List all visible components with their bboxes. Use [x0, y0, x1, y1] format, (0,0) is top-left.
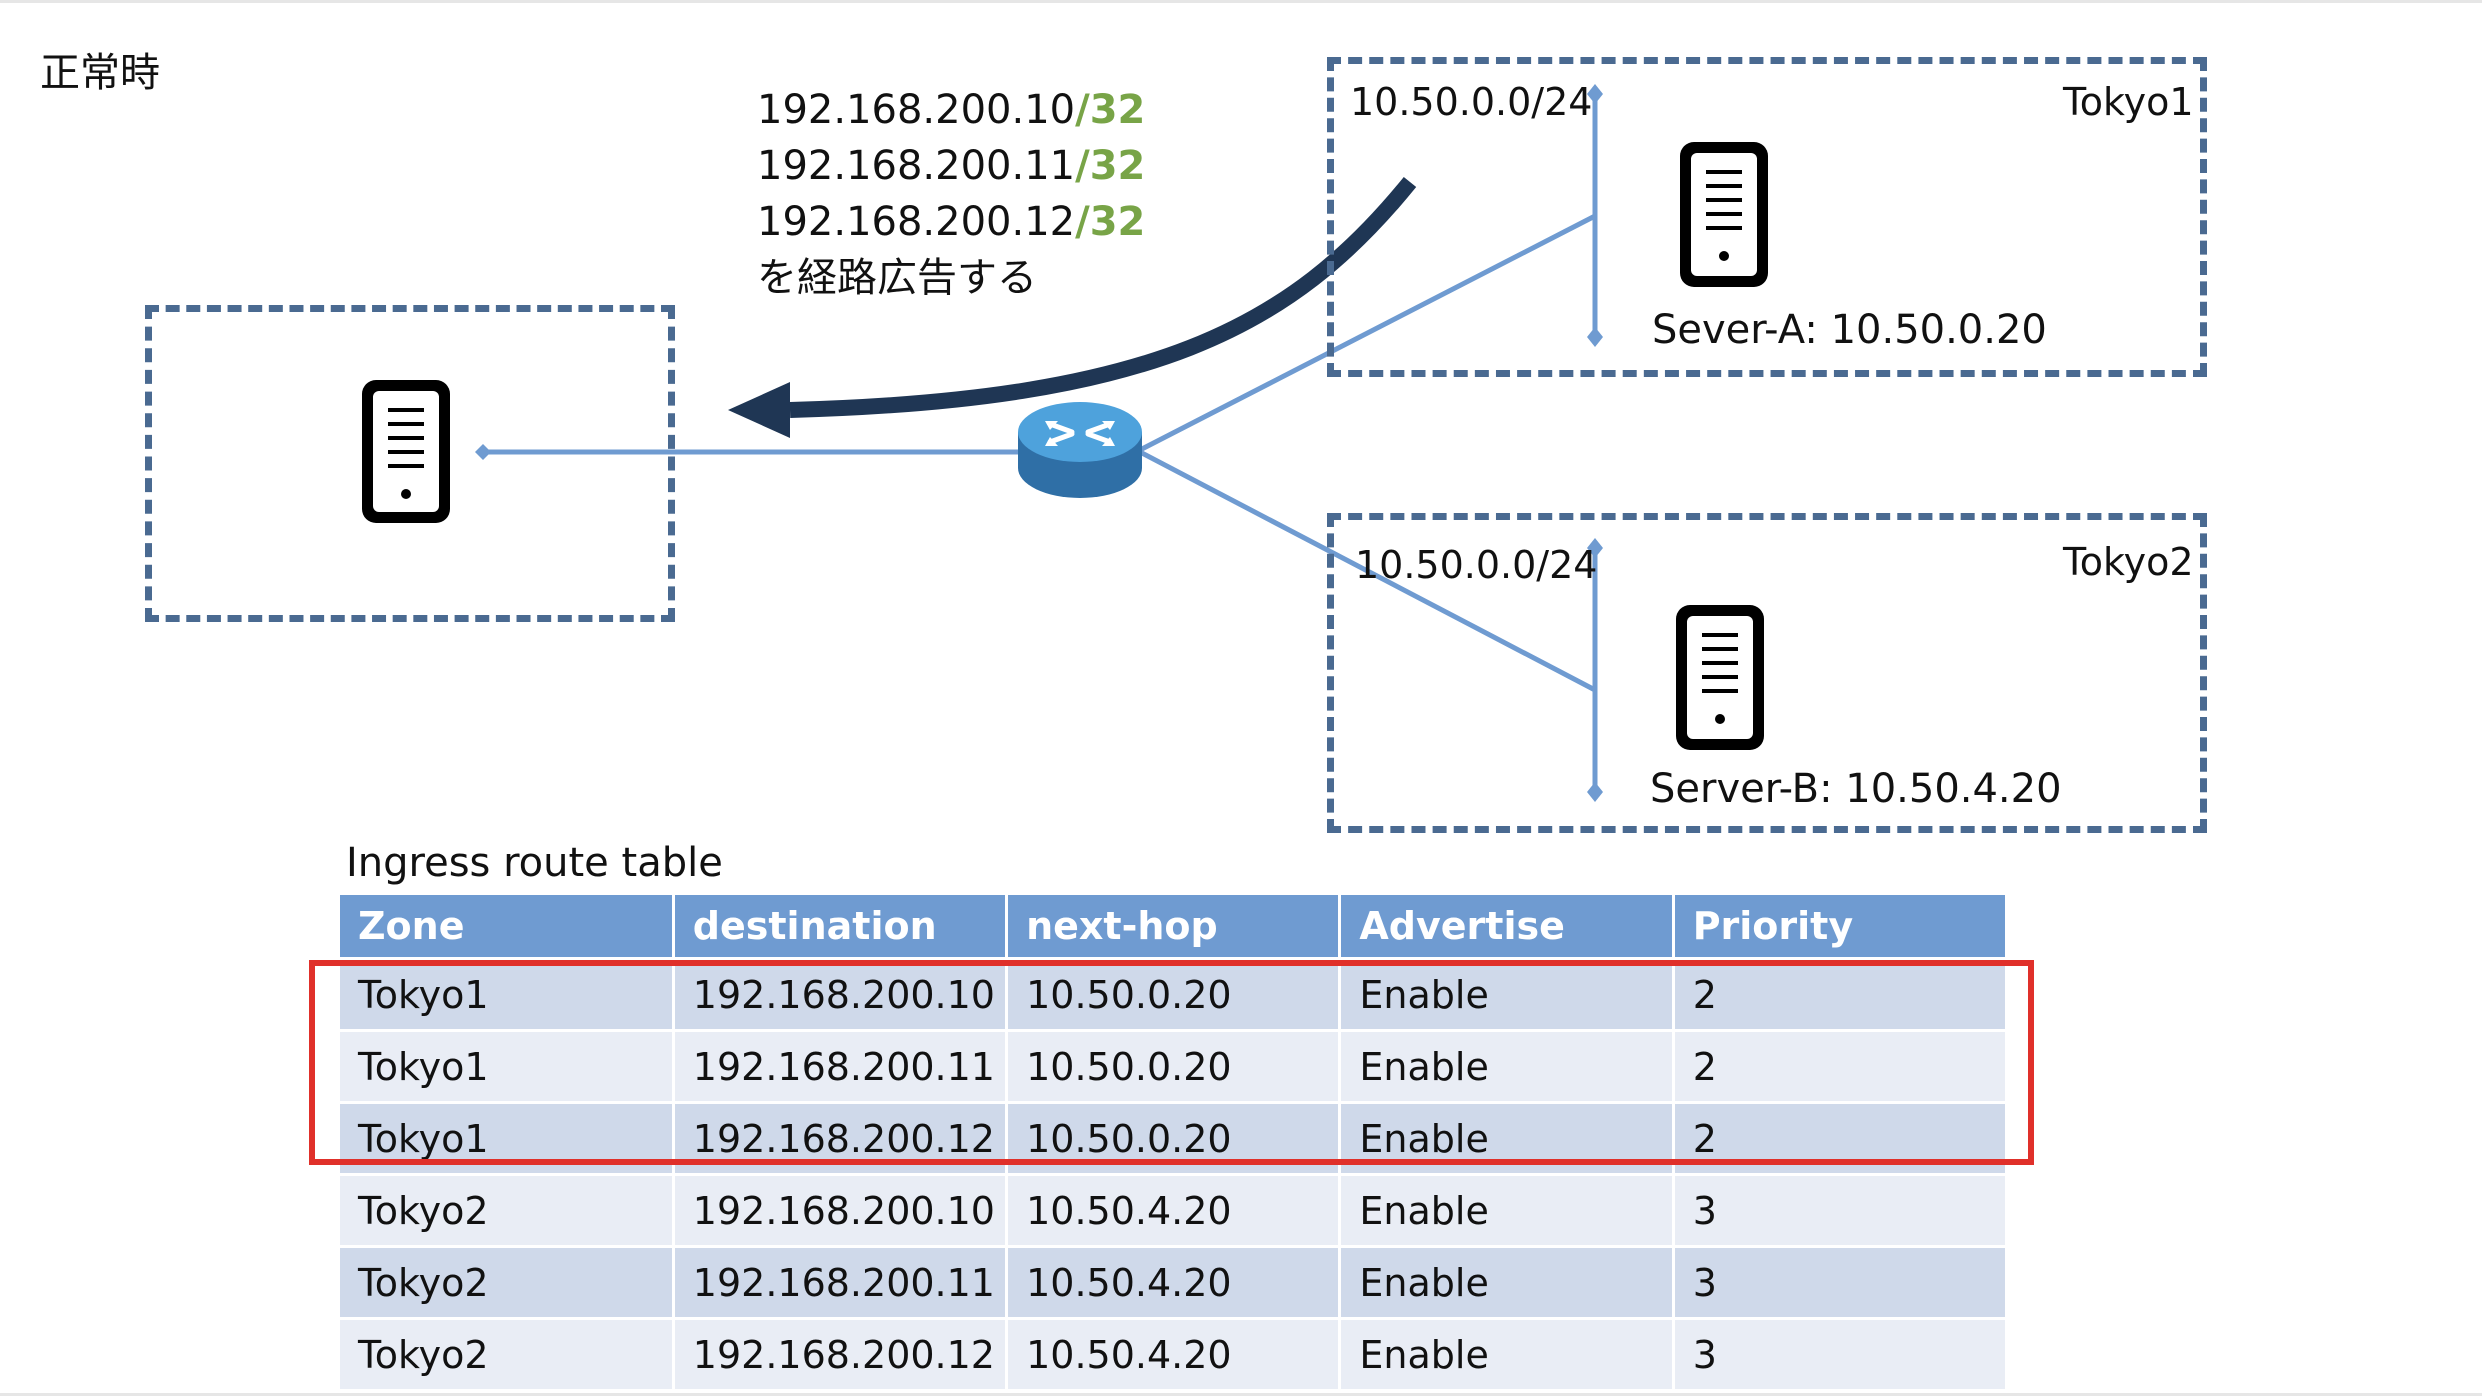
route-table-caption: Ingress route table: [346, 840, 723, 886]
column-header-advertise: Advertise: [1339, 895, 1675, 959]
cell-priority: 3: [1673, 1317, 2009, 1389]
cell-zone: Tokyo1: [340, 957, 675, 1031]
cell-next-hop: 10.50.0.20: [1006, 1029, 1342, 1103]
server-icon: [1680, 142, 1768, 287]
prefix-mask: /32: [1075, 87, 1146, 133]
prefix-mask: /32: [1075, 143, 1146, 189]
bottom-border: [0, 1393, 2482, 1396]
cell-advertise: Enable: [1339, 1173, 1675, 1247]
advertised-prefix: 192.168.200.12/32: [757, 194, 1145, 250]
advertisement-caption: を経路広告する: [757, 255, 1037, 301]
router-icon: [1018, 402, 1142, 498]
advertised-prefixes: 192.168.200.10/32 192.168.200.11/32 192.…: [757, 82, 1145, 306]
cell-destination: 192.168.200.10: [673, 1173, 1009, 1247]
table-header-row: Zone destination next-hop Advertise Prio…: [340, 895, 2009, 959]
cell-destination: 192.168.200.11: [673, 1029, 1009, 1103]
link-to-tokyo1: [1138, 213, 1597, 453]
tokyo1-bus-top-endpoint: [1587, 84, 1603, 104]
cell-destination: 192.168.200.10: [673, 957, 1009, 1031]
cell-next-hop: 10.50.4.20: [1006, 1317, 1342, 1389]
client-zone: [145, 305, 675, 622]
ingress-route-table: Zone destination next-hop Advertise Prio…: [340, 895, 2009, 1389]
advertised-prefix: 192.168.200.11/32: [757, 138, 1145, 194]
tokyo1-zone-name: Tokyo1: [2063, 80, 2194, 124]
cell-zone: Tokyo2: [340, 1173, 675, 1247]
cell-next-hop: 10.50.0.20: [1006, 957, 1342, 1031]
cell-next-hop: 10.50.4.20: [1006, 1245, 1342, 1319]
table-row: Tokyo2 192.168.200.10 10.50.4.20 Enable …: [340, 1173, 2009, 1247]
cell-advertise: Enable: [1339, 957, 1675, 1031]
table-row: Tokyo1 192.168.200.11 10.50.0.20 Enable …: [340, 1029, 2009, 1103]
server-icon: [362, 380, 450, 523]
client-link-endpoint: [475, 444, 491, 460]
cell-priority: 2: [1673, 957, 2009, 1031]
server-b-label: Server-B: 10.50.4.20: [1650, 766, 2062, 812]
tokyo1-zone: [1327, 57, 2207, 377]
cell-destination: 192.168.200.12: [673, 1317, 1009, 1389]
cell-zone: Tokyo1: [340, 1029, 675, 1103]
cell-zone: Tokyo2: [340, 1245, 675, 1319]
server-a-label: Sever-A: 10.50.0.20: [1652, 307, 2047, 353]
tokyo2-bus-top-endpoint: [1587, 538, 1603, 558]
column-header-priority: Priority: [1673, 895, 2009, 959]
route-advertisement-arrow: [728, 176, 1417, 438]
cell-destination: 192.168.200.11: [673, 1245, 1009, 1319]
prefix-address: 192.168.200.11: [757, 143, 1076, 189]
column-header-next-hop: next-hop: [1006, 895, 1342, 959]
table-row: Tokyo2 192.168.200.12 10.50.4.20 Enable …: [340, 1317, 2009, 1389]
link-to-tokyo2: [1138, 449, 1597, 693]
highlighted-rows-box: [309, 960, 2034, 1165]
top-border: [0, 0, 2482, 3]
prefix-address: 192.168.200.10: [757, 87, 1076, 133]
cell-next-hop: 10.50.4.20: [1006, 1173, 1342, 1247]
cell-advertise: Enable: [1339, 1245, 1675, 1319]
server-icon: [1676, 605, 1764, 750]
tokyo1-subnet-label: 10.50.0.0/24: [1350, 80, 1593, 124]
cell-priority: 3: [1673, 1245, 2009, 1319]
cell-priority: 2: [1673, 1029, 2009, 1103]
table-row: Tokyo1 192.168.200.10 10.50.0.20 Enable …: [340, 957, 2009, 1031]
tokyo2-bus-bottom-endpoint: [1587, 782, 1603, 802]
prefix-mask: /32: [1075, 199, 1146, 245]
table-row: Tokyo2 192.168.200.11 10.50.4.20 Enable …: [340, 1245, 2009, 1319]
diagram-title: 正常時: [40, 50, 160, 96]
cell-advertise: Enable: [1339, 1317, 1675, 1389]
cell-advertise: Enable: [1339, 1029, 1675, 1103]
tokyo1-bus-bottom-endpoint: [1587, 327, 1603, 347]
column-header-zone: Zone: [340, 895, 675, 959]
cell-priority: 3: [1673, 1173, 2009, 1247]
advertised-prefix: 192.168.200.10/32: [757, 82, 1145, 138]
tokyo2-subnet-label: 10.50.0.0/24: [1355, 543, 1598, 587]
cell-zone: Tokyo2: [340, 1317, 675, 1389]
tokyo2-zone-name: Tokyo2: [2063, 540, 2194, 584]
prefix-address: 192.168.200.12: [757, 199, 1076, 245]
column-header-destination: destination: [673, 895, 1009, 959]
tokyo2-zone: [1327, 513, 2207, 833]
